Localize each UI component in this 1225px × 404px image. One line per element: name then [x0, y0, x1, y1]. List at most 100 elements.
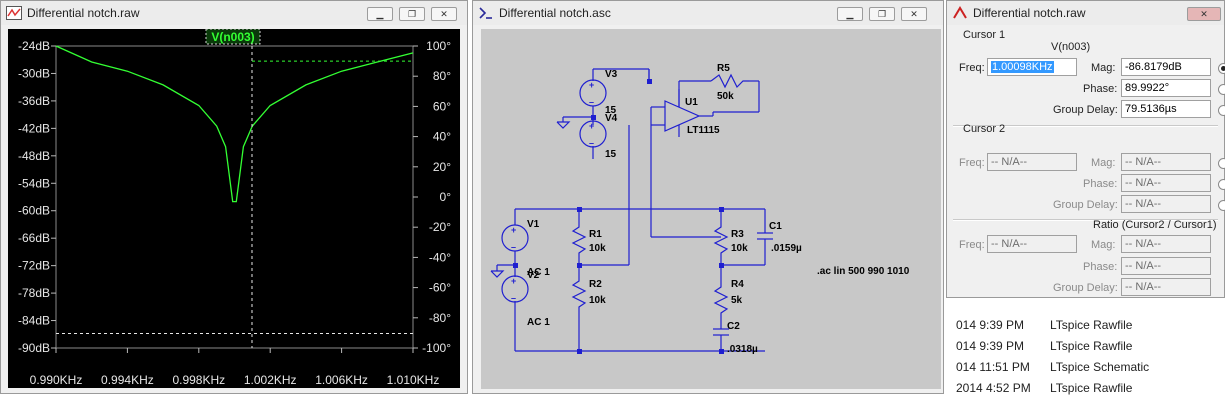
- trace-label-box: [205, 29, 261, 45]
- waveform-plot[interactable]: -24dB-30dB-36dB-42dB-48dB-54dB-60dB-66dB…: [8, 29, 460, 388]
- cursor2-group-delay-field[interactable]: -- N/A--: [1121, 195, 1211, 213]
- right-tick-label: 100°: [426, 39, 451, 53]
- v4-value: 15: [605, 149, 617, 160]
- radio-cursor2-mag[interactable]: [1218, 158, 1225, 169]
- left-tick-label: -42dB: [18, 121, 50, 135]
- c1-label: C1: [769, 221, 782, 232]
- magnitude-trace: [55, 45, 414, 203]
- ratio-freq-label: Freq:: [959, 239, 985, 251]
- left-tick-label: -24dB: [18, 39, 50, 53]
- cursor1-mag-field[interactable]: -86.8179dB: [1121, 58, 1211, 76]
- cursor1-group-delay-field[interactable]: 79.5136µs: [1121, 100, 1211, 118]
- v1-value: AC 1: [527, 267, 550, 278]
- left-tick-label: -60dB: [18, 204, 50, 218]
- c1-value: .0159µ: [771, 243, 802, 254]
- cursor2-group-delay-label: Group Delay:: [1053, 199, 1118, 211]
- close-button[interactable]: ✕: [1187, 7, 1221, 21]
- ratio-group-label: Ratio (Cursor2 / Cursor1): [1093, 219, 1217, 231]
- r4-label: R4: [731, 279, 744, 290]
- cursor2-freq-label: Freq:: [959, 157, 985, 169]
- svg-text:+: +: [511, 276, 516, 286]
- schematic-window: Differential notch.asc ▁ ❐ ✕: [472, 0, 944, 394]
- r3-label: R3: [731, 229, 744, 240]
- mag-label: Mag:: [1091, 62, 1116, 74]
- close-button[interactable]: ✕: [431, 7, 457, 21]
- cursor2-phase-label: Phase:: [1083, 178, 1118, 190]
- divider: [953, 125, 1218, 127]
- right-tick-label: 40°: [433, 130, 451, 144]
- right-tick-label: -40°: [429, 250, 451, 264]
- schematic-canvas[interactable]: +– +– +– +– V3 15 V4: [481, 29, 941, 389]
- phase-label: Phase:: [1083, 83, 1118, 95]
- right-tick-label: -20°: [429, 220, 451, 234]
- x-tick-label: 1.010KHz: [387, 373, 440, 387]
- v1-label: V1: [527, 219, 540, 230]
- r2-label: R2: [589, 279, 602, 290]
- ratio-phase-label: Phase:: [1083, 261, 1118, 273]
- x-tick-label: 0.990KHz: [30, 373, 83, 387]
- radio-cursor2-group-delay[interactable]: [1218, 200, 1225, 211]
- r4-value: 5k: [731, 295, 743, 306]
- right-tick-label: 80°: [433, 69, 451, 83]
- cursor1-phase-field[interactable]: 89.9922°: [1121, 79, 1211, 97]
- cursor1-freq-input[interactable]: 1.00098KHz: [987, 58, 1077, 76]
- cursor2-group-label: Cursor 2: [963, 123, 1006, 135]
- cursor2-phase-field[interactable]: -- N/A--: [1121, 174, 1211, 192]
- close-button[interactable]: ✕: [901, 7, 927, 21]
- maximize-button[interactable]: ❐: [869, 7, 895, 21]
- spice-directive: .ac lin 500 990 1010: [817, 266, 910, 277]
- svg-text:–: –: [589, 97, 594, 107]
- left-tick-label: -84dB: [18, 314, 50, 328]
- radio-phase[interactable]: [1218, 84, 1225, 95]
- cursor-panel: Differential notch.raw ✕ Cursor 1 V(n003…: [946, 0, 1225, 298]
- waveform-icon: [6, 6, 22, 20]
- plot-canvas[interactable]: -24dB-30dB-36dB-42dB-48dB-54dB-60dB-66dB…: [8, 29, 460, 388]
- group-delay-label: Group Delay:: [1053, 104, 1118, 116]
- left-tick-label: -54dB: [18, 176, 50, 190]
- left-tick-label: -90dB: [18, 341, 50, 355]
- ltspice-icon: [953, 6, 967, 19]
- ratio-mag-label: Mag:: [1091, 239, 1116, 251]
- c2-value: .0318µ: [727, 344, 758, 355]
- right-tick-label: 20°: [433, 160, 451, 174]
- radio-cursor2-phase[interactable]: [1218, 179, 1225, 190]
- svg-text:+: +: [511, 225, 516, 235]
- schematic-titlebar[interactable]: Differential notch.asc ▁ ❐ ✕: [473, 1, 943, 25]
- schematic-icon: [479, 7, 492, 19]
- radio-group-delay[interactable]: [1218, 105, 1225, 116]
- svg-text:+: +: [589, 121, 594, 131]
- junctions: [513, 79, 724, 354]
- r5-label: R5: [717, 63, 730, 74]
- schematic-window-title: Differential notch.asc: [499, 6, 611, 20]
- plot-titlebar[interactable]: Differential notch.raw ▁ ❐ ✕: [1, 1, 467, 25]
- minimize-button[interactable]: ▁: [367, 7, 393, 21]
- minimize-button[interactable]: ▁: [837, 7, 863, 21]
- ratio-phase-field[interactable]: -- N/A--: [1121, 257, 1211, 275]
- right-tick-label: 0°: [440, 190, 452, 204]
- svg-text:–: –: [511, 293, 516, 303]
- cursor-titlebar[interactable]: Differential notch.raw ✕: [947, 1, 1224, 25]
- cursor2-freq-field[interactable]: -- N/A--: [987, 153, 1077, 171]
- ratio-mag-field[interactable]: -- N/A--: [1121, 235, 1211, 253]
- cursor2-mag-field[interactable]: -- N/A--: [1121, 153, 1211, 171]
- left-tick-label: -48dB: [18, 149, 50, 163]
- r5-value: 50k: [717, 91, 734, 102]
- x-tick-label: 0.994KHz: [101, 373, 154, 387]
- right-tick-label: -100°: [422, 341, 451, 355]
- c2-label: C2: [727, 321, 740, 332]
- x-tick-label: 1.002KHz: [244, 373, 297, 387]
- cursor1-trace: V(n003): [1051, 41, 1091, 53]
- svg-text:+: +: [589, 80, 594, 90]
- ratio-freq-field[interactable]: -- N/A--: [987, 235, 1077, 253]
- radio-mag[interactable]: [1218, 63, 1225, 74]
- ratio-group-delay-field[interactable]: -- N/A--: [1121, 278, 1211, 296]
- trace-label: V(n003): [211, 30, 254, 44]
- divider: [953, 219, 1218, 221]
- freq-label: Freq:: [959, 62, 985, 74]
- maximize-button[interactable]: ❐: [399, 7, 425, 21]
- r2-value: 10k: [589, 295, 606, 306]
